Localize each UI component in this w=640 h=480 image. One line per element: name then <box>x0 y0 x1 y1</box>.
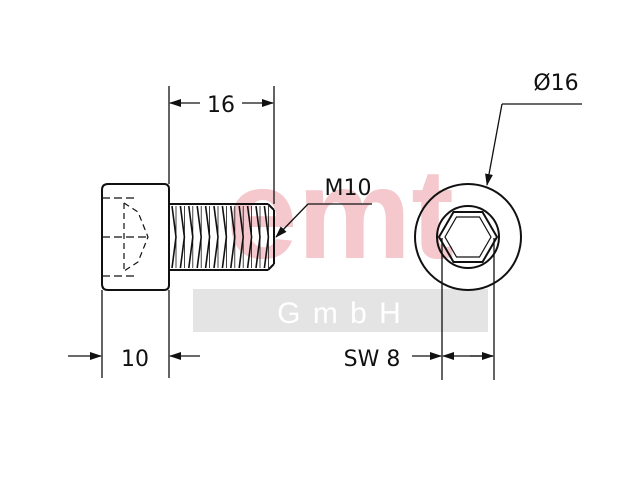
thread-crest <box>196 205 203 269</box>
thread-crest <box>188 205 194 269</box>
head-diameter-label: Ø16 <box>533 71 578 96</box>
dimension-thread: M10 <box>275 176 372 238</box>
hex-socket-inner <box>444 216 492 258</box>
watermark: emt G m b H <box>193 143 488 332</box>
hex-socket <box>437 211 499 263</box>
thread-crest <box>213 205 219 269</box>
socket-circle <box>436 205 500 269</box>
watermark-brand: emt <box>226 143 454 286</box>
screw-side-view <box>101 183 275 291</box>
dimension-head-diameter: Ø16 <box>485 71 582 186</box>
screw-end-view <box>414 183 522 291</box>
head-outer-circle <box>414 183 522 291</box>
watermark-company: G m b H <box>277 297 403 330</box>
dimension-head-height: 10 <box>68 290 200 378</box>
watermark-band <box>193 289 488 332</box>
length-label: 16 <box>207 93 235 118</box>
thread-label: M10 <box>325 176 372 201</box>
thread-crest <box>204 205 211 269</box>
hex-socket-hidden-lines <box>102 197 150 277</box>
screw-head <box>101 183 170 291</box>
head-height-label: 10 <box>121 347 149 372</box>
thread-crest <box>171 205 177 269</box>
thread-crest <box>179 205 186 269</box>
dimension-length: 16 <box>168 86 275 204</box>
thread <box>169 203 275 271</box>
dimension-socket-size: SW 8 <box>344 238 495 380</box>
socket-size-label: SW 8 <box>344 347 401 372</box>
